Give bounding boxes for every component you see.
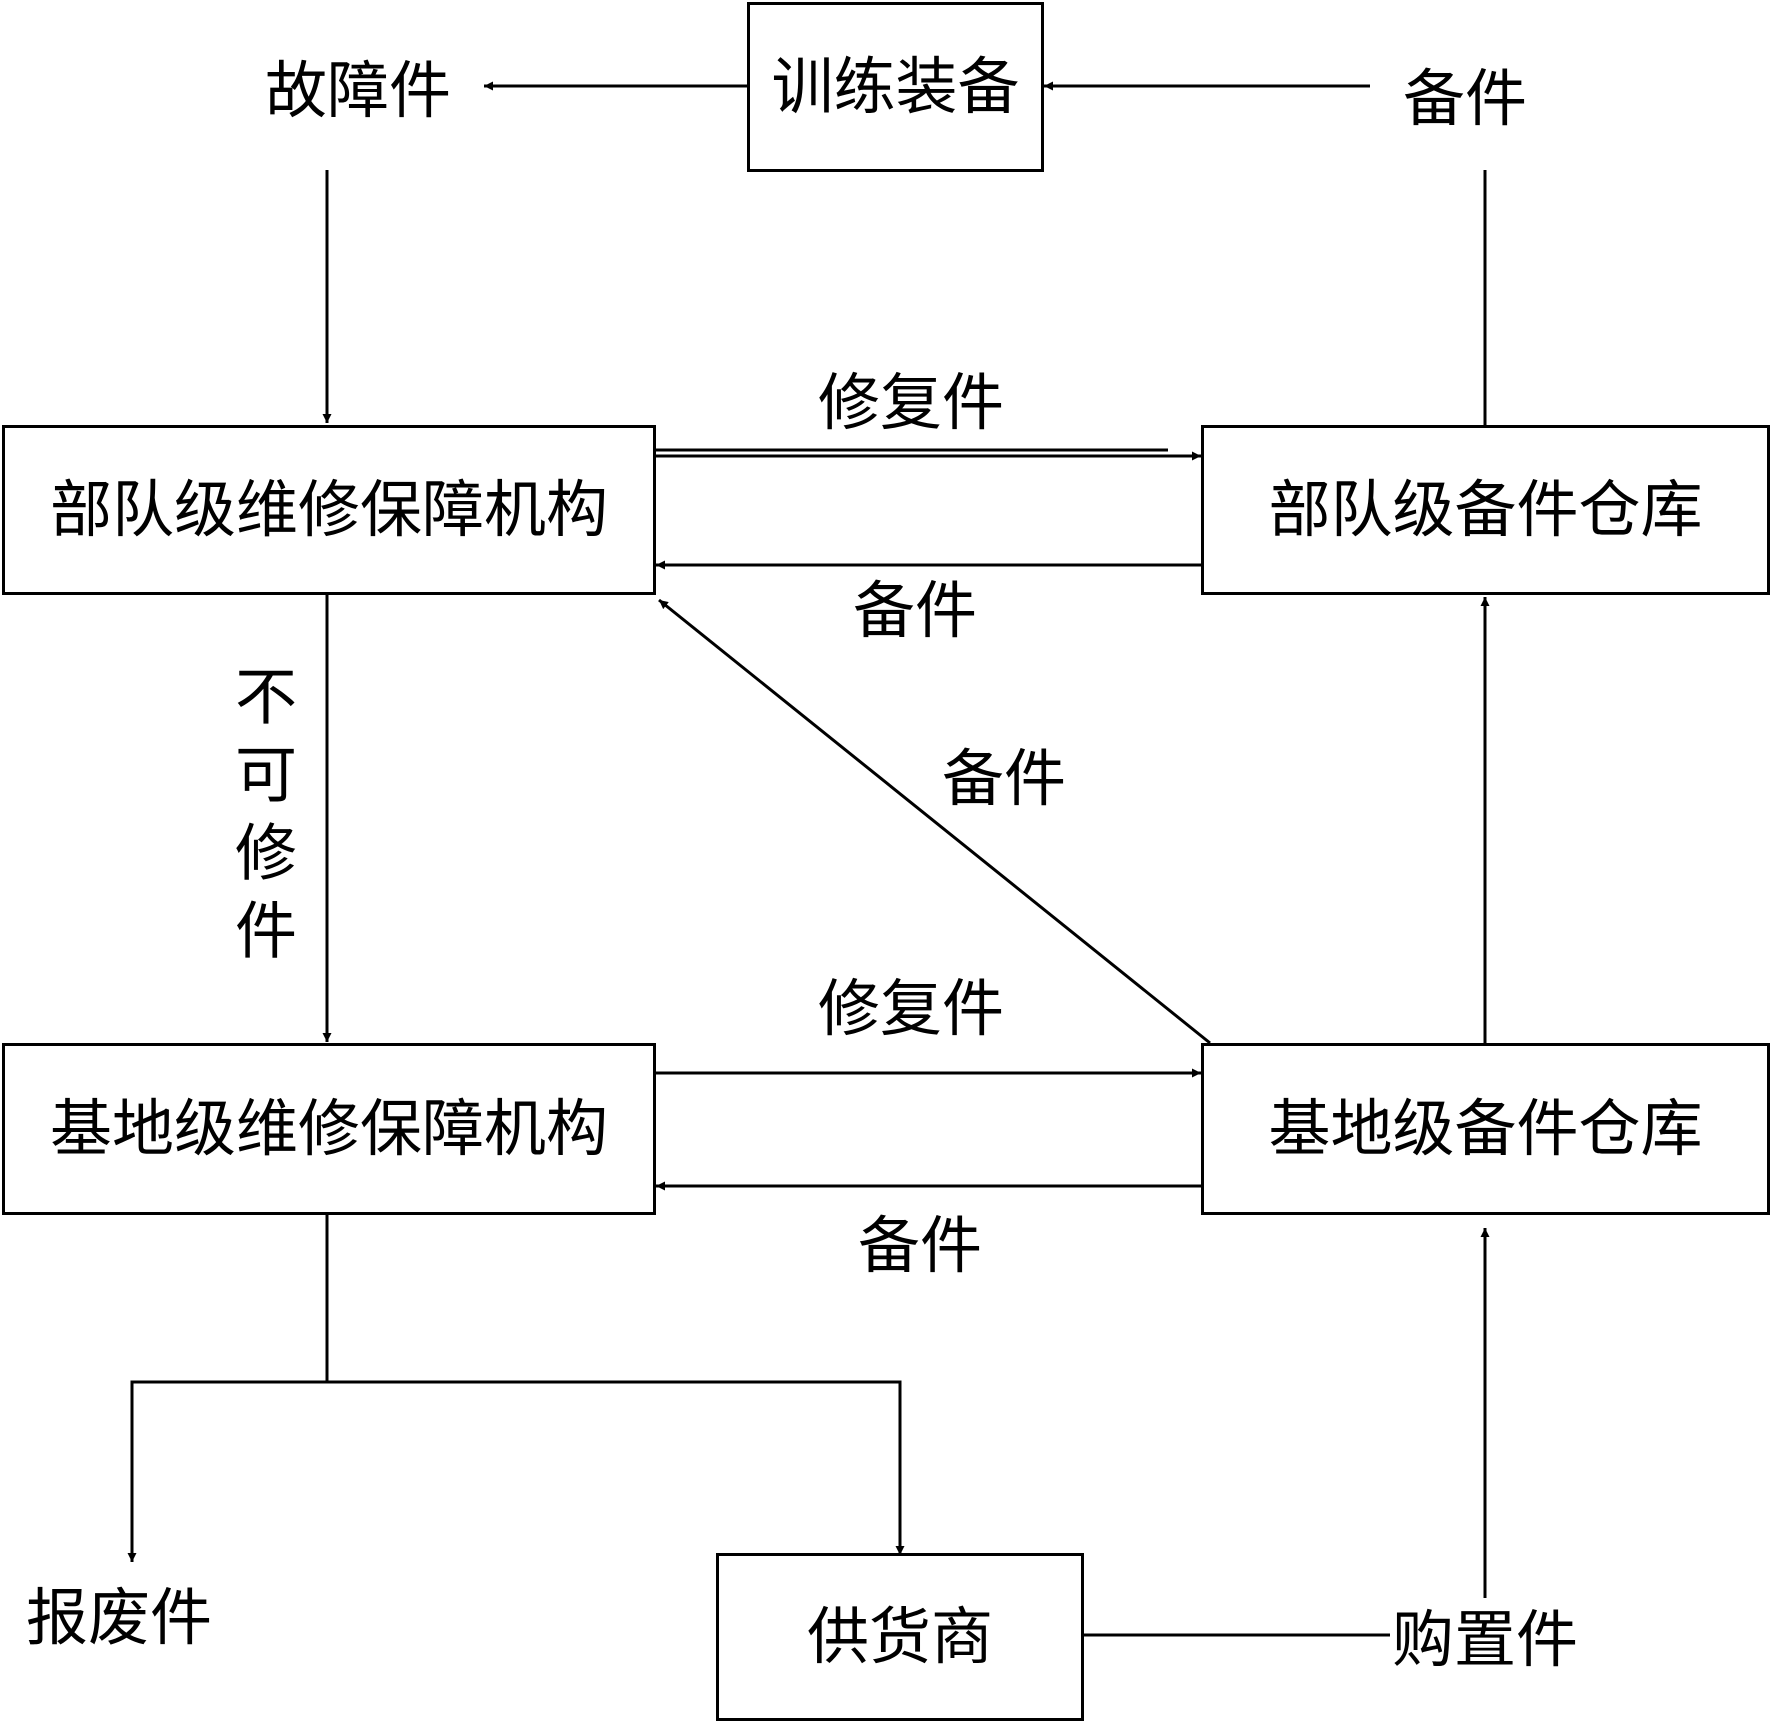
scrapped-part-label: 报废件	[26, 1581, 213, 1654]
unit-warehouse-box: 部队级备件仓库	[1201, 425, 1770, 595]
arrow-to-scrapped	[127, 1380, 327, 1562]
unrepairable-label: 不可修件	[224, 664, 297, 976]
spare-base-label: 备件	[858, 1209, 983, 1282]
base-warehouse-box: 基地级备件仓库	[1201, 1043, 1770, 1215]
spare-unit-label: 备件	[853, 574, 978, 647]
training-equipment-label: 训练装备	[771, 50, 1020, 123]
faulty-part-label: 故障件	[265, 54, 452, 127]
base-warehouse-label: 基地级备件仓库	[1268, 1092, 1703, 1165]
repaired-base-label: 修复件	[818, 972, 1005, 1045]
unit-maintenance-box: 部队级维修保障机构	[2, 425, 656, 595]
arrow-to-supplier	[327, 1380, 905, 1555]
repaired-unit-label: 修复件	[818, 366, 1005, 439]
arrow-spare-diagonal	[658, 598, 1211, 1045]
training-equipment-box: 训练装备	[747, 2, 1044, 172]
spare-diagonal-label: 备件	[942, 742, 1067, 815]
unit-warehouse-label: 部队级备件仓库	[1268, 473, 1703, 546]
supplier-box: 供货商	[716, 1553, 1084, 1721]
supplier-label: 供货商	[806, 1600, 993, 1673]
unit-maintenance-label: 部队级维修保障机构	[49, 473, 608, 546]
spare-top-label: 备件	[1403, 62, 1528, 135]
purchased-part-label: 购置件	[1392, 1603, 1579, 1676]
base-maintenance-box: 基地级维修保障机构	[2, 1043, 656, 1215]
base-maintenance-label: 基地级维修保障机构	[49, 1092, 608, 1165]
